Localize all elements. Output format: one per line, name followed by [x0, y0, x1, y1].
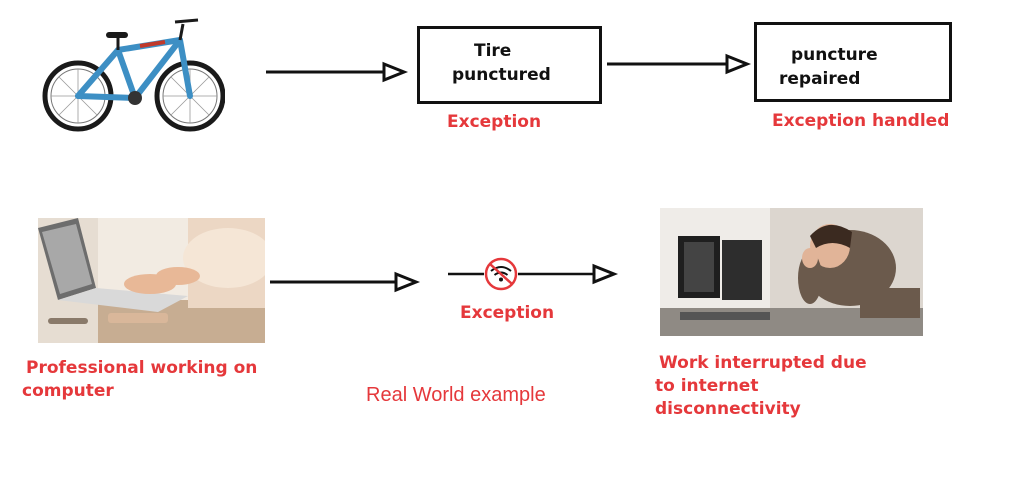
arrow-4 [448, 263, 619, 285]
exception-label-1: Exception [447, 112, 542, 132]
puncture-repaired-box: puncture repaired [754, 22, 952, 102]
right-label-line1: Work interrupted due [659, 353, 867, 373]
box2-line2: repaired [779, 69, 861, 89]
bicycle-image [42, 18, 225, 132]
laptop-work-photo [38, 218, 265, 343]
box1-line2: punctured [452, 65, 551, 85]
arrow-1 [266, 61, 409, 83]
work-interrupted-label: Work interrupted due to internet disconn… [655, 352, 867, 421]
left-label-line2: computer [22, 381, 114, 401]
box2-line1: puncture [791, 45, 878, 65]
left-label-line1: Professional working on [26, 358, 258, 378]
real-world-example-caption: Real World example [366, 384, 546, 406]
professional-working-label: Professional working on computer [22, 357, 257, 403]
right-label-line3: disconnectivity [655, 399, 801, 419]
tire-punctured-box: Tire punctured [417, 26, 602, 104]
frustrated-worker-photo [660, 208, 923, 336]
arrow-2 [607, 53, 752, 75]
no-wifi-icon [484, 257, 518, 291]
box1-line1: Tire [474, 41, 512, 61]
arrow-3 [270, 271, 421, 293]
right-label-line2: to internet [655, 376, 759, 396]
exception-handled-label: Exception handled [772, 111, 950, 131]
exception-label-2: Exception [460, 303, 555, 323]
